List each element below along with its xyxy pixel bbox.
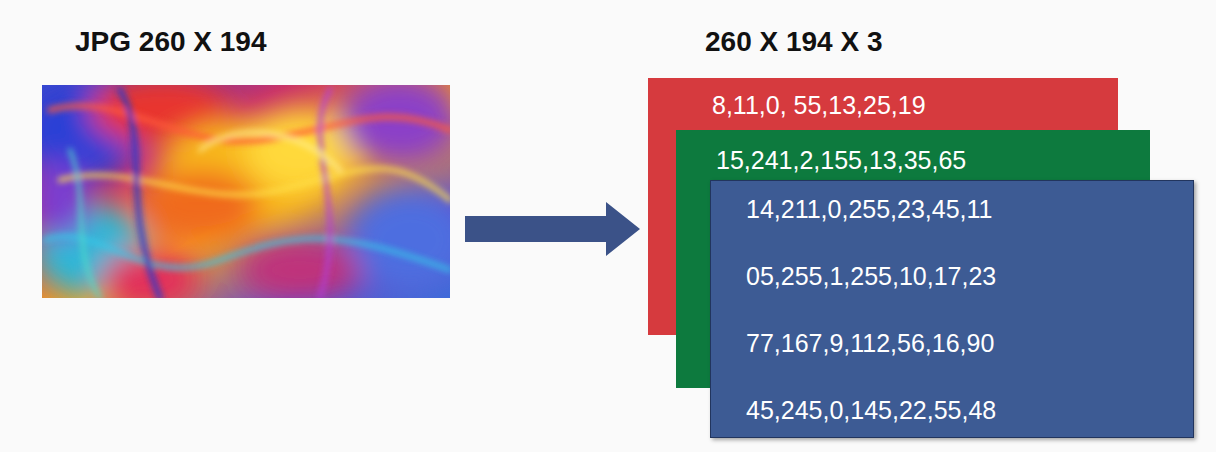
heading-label: JPG 260 X 194 (75, 26, 266, 58)
blue-channel: 14,211,0,255,23,45,11 05,255,1,255,10,17,… (710, 180, 1194, 438)
pixel-values: 45,245,0,145,22,55,48 (746, 395, 1181, 425)
pixel-values: 8,11,0, 55,13,25,19 (712, 90, 1106, 120)
pixel-values: 05,255,1,255,10,17,23 (746, 261, 1181, 291)
colorful-image (42, 85, 450, 298)
pixel-values: 14,211,0,255,23,45,11 (746, 194, 1181, 224)
pixel-values: 77,167,9,112,56,16,90 (746, 328, 1181, 358)
pixel-values: 15,241,2,155,13,35,65 (716, 145, 1138, 175)
arrow (465, 202, 640, 256)
heading-label: 260 X 194 X 3 (705, 26, 882, 58)
